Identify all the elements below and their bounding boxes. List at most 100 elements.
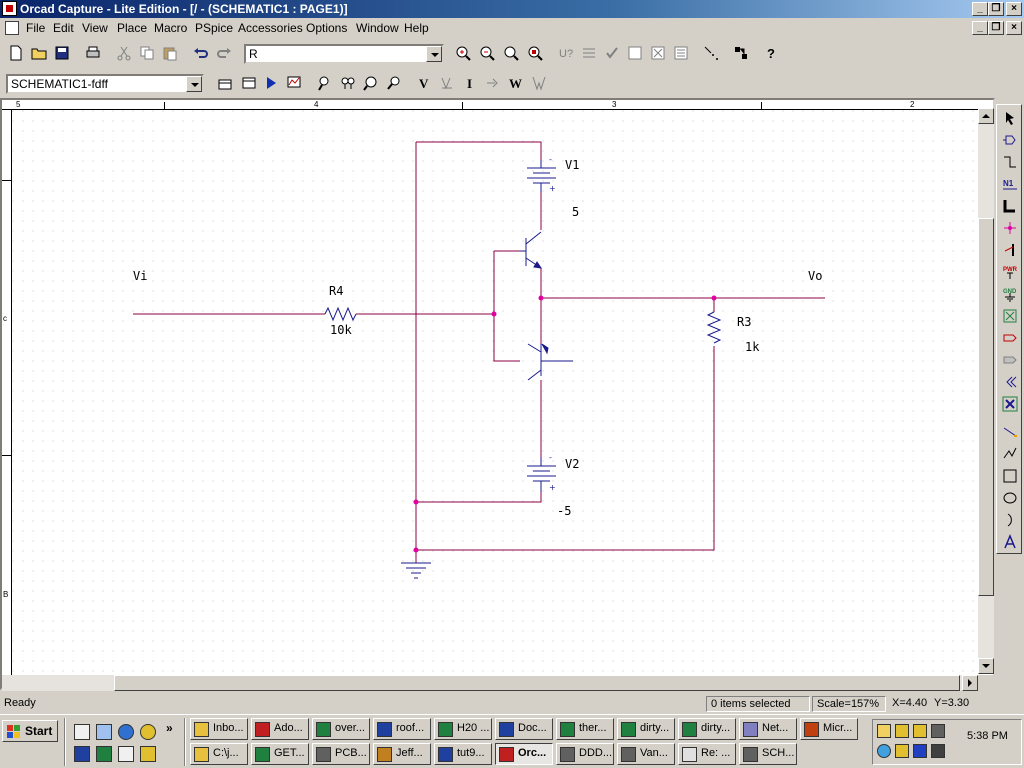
paste-button[interactable] <box>159 42 181 64</box>
tray-app-icon[interactable] <box>913 744 927 758</box>
cross-reference-button[interactable] <box>647 42 669 64</box>
undo-button[interactable] <box>190 42 212 64</box>
excel-icon[interactable] <box>96 746 112 762</box>
clock-app-icon[interactable] <box>140 724 156 740</box>
bus-entry-icon[interactable] <box>999 240 1021 260</box>
menu-help[interactable]: Help <box>404 21 429 35</box>
cut-button[interactable] <box>113 42 135 64</box>
task-button[interactable]: Jeff... <box>373 743 431 765</box>
tray-app-icon[interactable] <box>895 724 909 738</box>
polyline-icon[interactable] <box>999 444 1021 464</box>
v1-reference[interactable]: V1 <box>565 158 579 172</box>
pnp-transistor-q2[interactable] <box>527 343 573 381</box>
v1-value[interactable]: 5 <box>572 205 579 219</box>
battery-v1[interactable] <box>527 160 556 192</box>
battery-v2[interactable] <box>527 458 556 492</box>
task-button[interactable]: GET... <box>251 743 309 765</box>
select-icon[interactable] <box>999 108 1021 128</box>
wire-r3-bottom[interactable] <box>416 346 715 551</box>
ground-symbol[interactable] <box>401 562 431 579</box>
netlist-button[interactable] <box>624 42 646 64</box>
task-button[interactable]: over... <box>312 718 370 740</box>
wire-v1-top[interactable] <box>416 141 542 160</box>
ground-icon[interactable]: GND <box>999 284 1021 304</box>
menu-pspice[interactable]: PSpice <box>195 21 234 35</box>
new-simulation-profile-button[interactable] <box>214 72 236 94</box>
chevron-down-icon[interactable] <box>186 76 202 92</box>
net-alias-icon[interactable]: N1 <box>999 174 1021 194</box>
tray-app-icon[interactable] <box>931 744 945 758</box>
back-annotate-button[interactable] <box>578 42 600 64</box>
hierarchical-block-icon[interactable] <box>999 306 1021 326</box>
task-button[interactable]: Inbo... <box>190 718 248 740</box>
new-button[interactable] <box>5 42 27 64</box>
rectangle-icon[interactable] <box>999 466 1021 486</box>
horizontal-scrollbar[interactable] <box>2 675 978 691</box>
menu-place[interactable]: Place <box>117 21 148 35</box>
scroll-right-button[interactable] <box>962 675 978 691</box>
r4-value[interactable]: 10k <box>330 323 352 337</box>
task-button[interactable]: SCH... <box>739 743 797 765</box>
task-button[interactable]: Van... <box>617 743 675 765</box>
print-button[interactable] <box>82 42 104 64</box>
probe-button[interactable] <box>337 72 359 94</box>
menu-window[interactable]: Window <box>356 21 399 35</box>
search-probe-button[interactable] <box>383 72 405 94</box>
vertical-scrollbar[interactable] <box>978 108 994 674</box>
close-button[interactable]: × <box>1006 2 1022 16</box>
npn-transistor-q1[interactable] <box>520 231 543 269</box>
voltage-differential-marker-button[interactable] <box>436 72 458 94</box>
hierarchical-port-icon[interactable] <box>999 328 1021 348</box>
bus-icon[interactable] <box>999 196 1021 216</box>
snap-to-grid-button[interactable] <box>700 42 722 64</box>
drc-button[interactable] <box>601 42 623 64</box>
no-connect-icon[interactable] <box>999 394 1021 414</box>
task-button[interactable]: tut9... <box>434 743 492 765</box>
task-button[interactable]: Re: ... <box>678 743 736 765</box>
redo-button[interactable] <box>213 42 235 64</box>
off-page-connector-icon[interactable] <box>999 372 1021 392</box>
zoom-probe-button[interactable] <box>360 72 382 94</box>
vertical-scroll-thumb[interactable] <box>978 218 994 596</box>
power-dissipation-marker-button[interactable]: W <box>505 72 527 94</box>
r3-value[interactable]: 1k <box>745 340 760 354</box>
junction-icon[interactable] <box>999 218 1021 238</box>
arc-icon[interactable] <box>999 510 1021 530</box>
run-pspice-button[interactable] <box>260 72 282 94</box>
chevron-down-icon[interactable] <box>426 46 442 62</box>
word-icon[interactable] <box>74 746 90 762</box>
menu-file[interactable]: File <box>26 21 46 35</box>
search-icon[interactable] <box>118 746 134 762</box>
desktop-icon[interactable] <box>74 724 90 740</box>
resistor-r4[interactable] <box>324 306 357 322</box>
task-button[interactable]: dirty... <box>617 718 675 740</box>
copy-button[interactable] <box>136 42 158 64</box>
document-icon[interactable] <box>5 21 19 35</box>
tray-app-icon[interactable] <box>931 724 945 738</box>
help-button[interactable]: ? <box>760 42 782 64</box>
net-label-vi[interactable]: Vi <box>133 269 147 283</box>
task-button[interactable]: Micr... <box>800 718 858 740</box>
doc-minimize-button[interactable]: _ <box>972 21 988 35</box>
task-button[interactable]: dirty... <box>678 718 736 740</box>
speaker-icon[interactable] <box>877 724 891 738</box>
task-button[interactable]: DDD... <box>556 743 614 765</box>
tray-app-icon[interactable] <box>895 744 909 758</box>
hierarchical-pin-icon[interactable] <box>999 350 1021 370</box>
project-manager-button[interactable] <box>730 42 752 64</box>
quicklaunch-more[interactable]: » <box>166 721 173 735</box>
edit-simulation-settings-button[interactable] <box>238 72 260 94</box>
task-button[interactable]: Doc... <box>495 718 553 740</box>
tray-app-icon[interactable] <box>913 724 927 738</box>
task-button[interactable]: PCB... <box>312 743 370 765</box>
ellipse-icon[interactable] <box>999 488 1021 508</box>
menu-accessories[interactable]: Accessories <box>238 21 303 35</box>
current-into-pin-marker-button[interactable] <box>482 72 504 94</box>
restore-button[interactable]: ❐ <box>988 2 1004 16</box>
wire-base-bus[interactable] <box>493 251 520 362</box>
place-wire-icon[interactable] <box>999 152 1021 172</box>
task-button-active[interactable]: Orc... <box>495 743 553 765</box>
r4-reference[interactable]: R4 <box>329 284 343 298</box>
wire-v2-bottom[interactable] <box>416 492 542 503</box>
v2-reference[interactable]: V2 <box>565 457 579 471</box>
